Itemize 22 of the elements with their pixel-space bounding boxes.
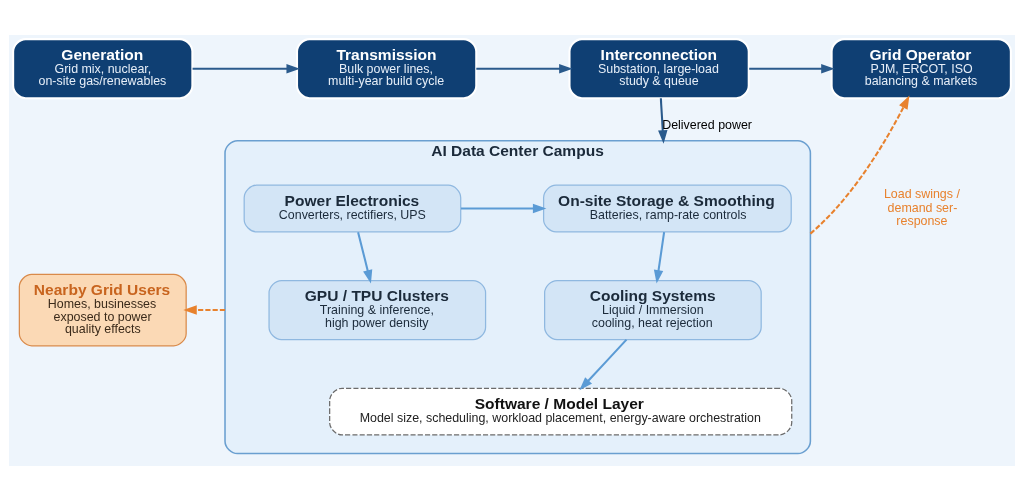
node-box: Nearby Grid Users Homes, businesses exposed to power quality effects: [18, 273, 187, 347]
node-box: Software / Model Layer Model size, scheduling, workload placement, energy-aware orchestration: [329, 387, 793, 436]
arrow: [658, 98, 668, 144]
node-box: Transmission Bulk power lines, multi-year build cycle: [296, 38, 478, 100]
arrow: [809, 95, 910, 235]
node-box: Cooling Systems Liquid / Immersion cooling, heat rejection: [544, 279, 762, 341]
arrow: [357, 231, 373, 284]
arrow: [653, 232, 666, 284]
arrow: [579, 338, 628, 391]
node-box: Interconnection Substation, large-load study & queue: [568, 38, 750, 100]
edge-label: Delivered power: [662, 117, 752, 132]
node-box: Grid Operator PJM, ERCOT, ISO balancing & markets: [830, 38, 1012, 100]
node-box: Power Electronics Converters, rectifiers, UPS: [243, 184, 462, 233]
edge-label: Load swings / demand ser- response: [883, 187, 960, 229]
arrow: [192, 63, 300, 74]
node-box: Generation Grid mix, nuclear, on-site gas/renewables: [12, 38, 194, 100]
arrow: [476, 63, 573, 74]
arrow: [749, 63, 835, 74]
arrow: [461, 203, 547, 214]
node-box: On-site Storage & Smoothing Batteries, ramp-rate controls: [543, 184, 792, 233]
arrow: [183, 305, 225, 315]
node-box: GPU / TPU Clusters Training & inference, high power density: [268, 279, 487, 341]
